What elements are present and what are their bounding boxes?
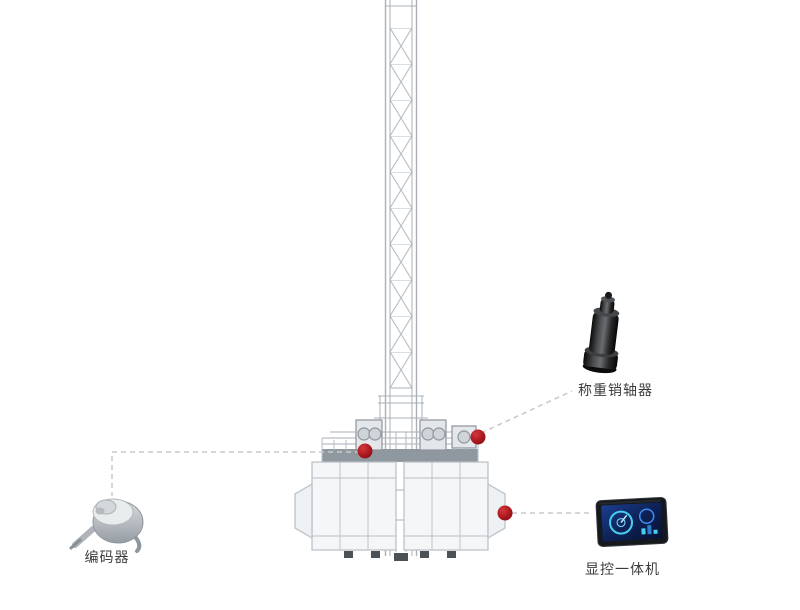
cage-right (403, 461, 506, 551)
dashed-line-encoder (111, 451, 360, 496)
markers (357, 429, 513, 521)
cage-left (294, 461, 397, 551)
dashed-line-load-pin (480, 390, 573, 434)
marker-encoder (357, 443, 373, 459)
encoder-image (69, 498, 144, 553)
load-pin-image (582, 291, 620, 374)
display-label: 显控一体机 (585, 562, 660, 578)
roof-band (322, 449, 478, 462)
cage-right-side-panel (487, 482, 506, 540)
encoder-label: 编码器 (84, 550, 130, 566)
connector-lines (111, 390, 593, 514)
cage-feet (344, 551, 456, 561)
display-image (595, 496, 669, 548)
cage-left-side-panel (294, 482, 313, 540)
roof-drive-units (355, 419, 477, 451)
marker-load-pin (470, 429, 486, 445)
mast-truss-bracing (390, 28, 412, 388)
marker-display (497, 505, 513, 521)
cage-assembly (294, 419, 506, 561)
load-pin-label: 称重销轴器 (578, 383, 653, 399)
